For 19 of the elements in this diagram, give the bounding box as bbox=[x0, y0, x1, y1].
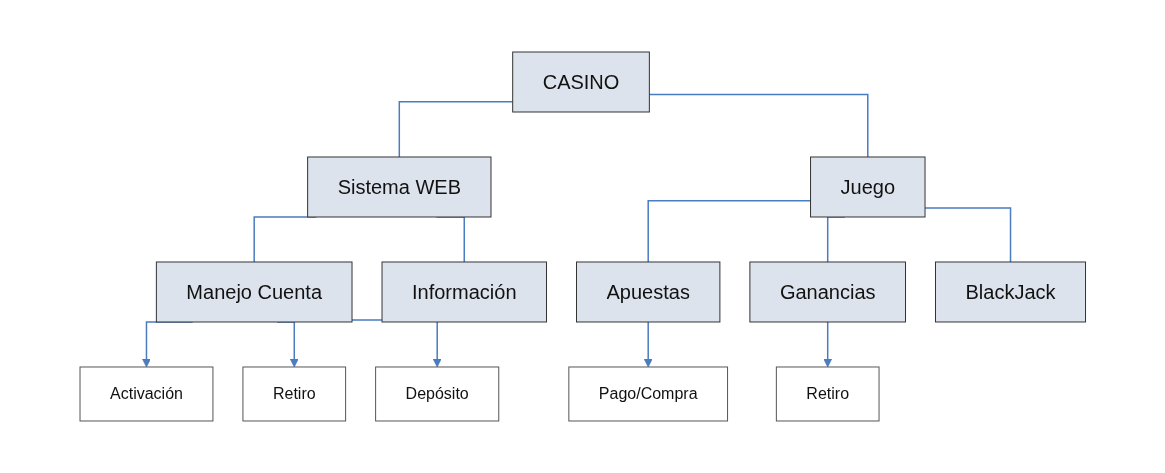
node-box: CASINO bbox=[511, 51, 650, 113]
node-box: Depósito bbox=[374, 366, 499, 422]
connector bbox=[398, 101, 514, 158]
arrow bbox=[823, 321, 832, 368]
connector bbox=[648, 93, 869, 158]
arrow bbox=[643, 321, 653, 368]
node-box: Retiro bbox=[775, 366, 880, 422]
node-box: Retiro bbox=[242, 366, 346, 422]
node-box: Ganancias bbox=[749, 261, 906, 323]
node-box: Juego bbox=[809, 156, 926, 218]
node-box: Apuestas bbox=[575, 261, 721, 323]
node-box: Activación bbox=[79, 366, 214, 422]
node-box: Manejo Cuenta bbox=[155, 261, 353, 323]
connector bbox=[647, 199, 811, 263]
connector bbox=[924, 207, 1011, 263]
node-box: Información bbox=[381, 261, 547, 323]
node-box: Pago/Compra bbox=[568, 366, 728, 422]
node-box: Sistema WEB bbox=[306, 156, 492, 218]
node-box: BlackJack bbox=[934, 261, 1086, 323]
